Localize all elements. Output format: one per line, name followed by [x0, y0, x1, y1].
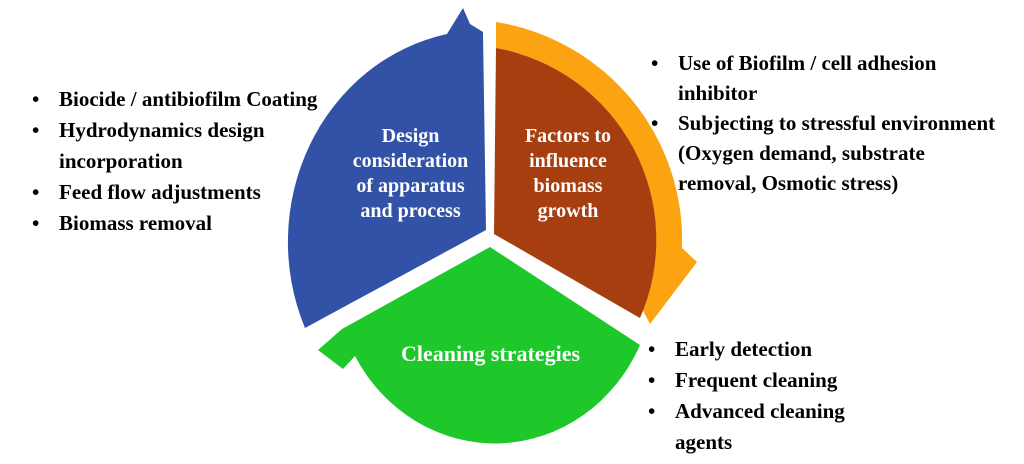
list-item-text: Feed flow adjustments: [59, 180, 261, 204]
cleaning-segment-wedge-with-arrowhead: [318, 247, 640, 444]
cleaning-segment-label: Cleaning strategies: [400, 341, 581, 366]
design-segment-wedge-with-arrowhead: [287, 8, 486, 328]
list-item: Frequent cleaning: [642, 365, 972, 396]
factors-segment-label: Factors to influence biomass growth: [524, 125, 612, 222]
list-item: Biocide / antibiofilm Coating: [26, 84, 356, 115]
design-bullet-list: Biocide / antibiofilm Coating Hydrodynam…: [26, 84, 356, 239]
factors-bullet-list: Use of Biofilm / cell adhesion inhibitor…: [645, 48, 1023, 198]
list-item: Early detection: [642, 334, 972, 365]
list-item: Use of Biofilm / cell adhesion inhibitor: [645, 48, 1023, 108]
list-item-text: Subjecting to stressful environment (Oxy…: [678, 111, 996, 195]
list-item: Biomass removal: [26, 208, 356, 239]
list-item: Feed flow adjustments: [26, 177, 356, 208]
list-item-text: Early detection: [675, 337, 813, 361]
list-item-text: Advanced cleaning agents: [675, 399, 845, 454]
list-item: Hydrodynamics design incorporation: [26, 115, 356, 177]
list-item-text: Biomass removal: [59, 211, 213, 235]
list-item: Advanced cleaning agents: [642, 396, 972, 458]
list-item-text: Use of Biofilm / cell adhesion inhibitor: [678, 51, 937, 105]
factors-segment-wedge: [494, 48, 657, 318]
cleaning-bullet-list: Early detection Frequent cleaning Advanc…: [642, 334, 972, 458]
list-item: Subjecting to stressful environment (Oxy…: [645, 108, 1023, 198]
list-item-text: Hydrodynamics design incorporation: [59, 118, 265, 173]
list-item-text: Biocide / antibiofilm Coating: [59, 87, 318, 111]
design-segment-label: Design consideration of apparatus and pr…: [352, 125, 469, 222]
list-item-text: Frequent cleaning: [675, 368, 838, 392]
